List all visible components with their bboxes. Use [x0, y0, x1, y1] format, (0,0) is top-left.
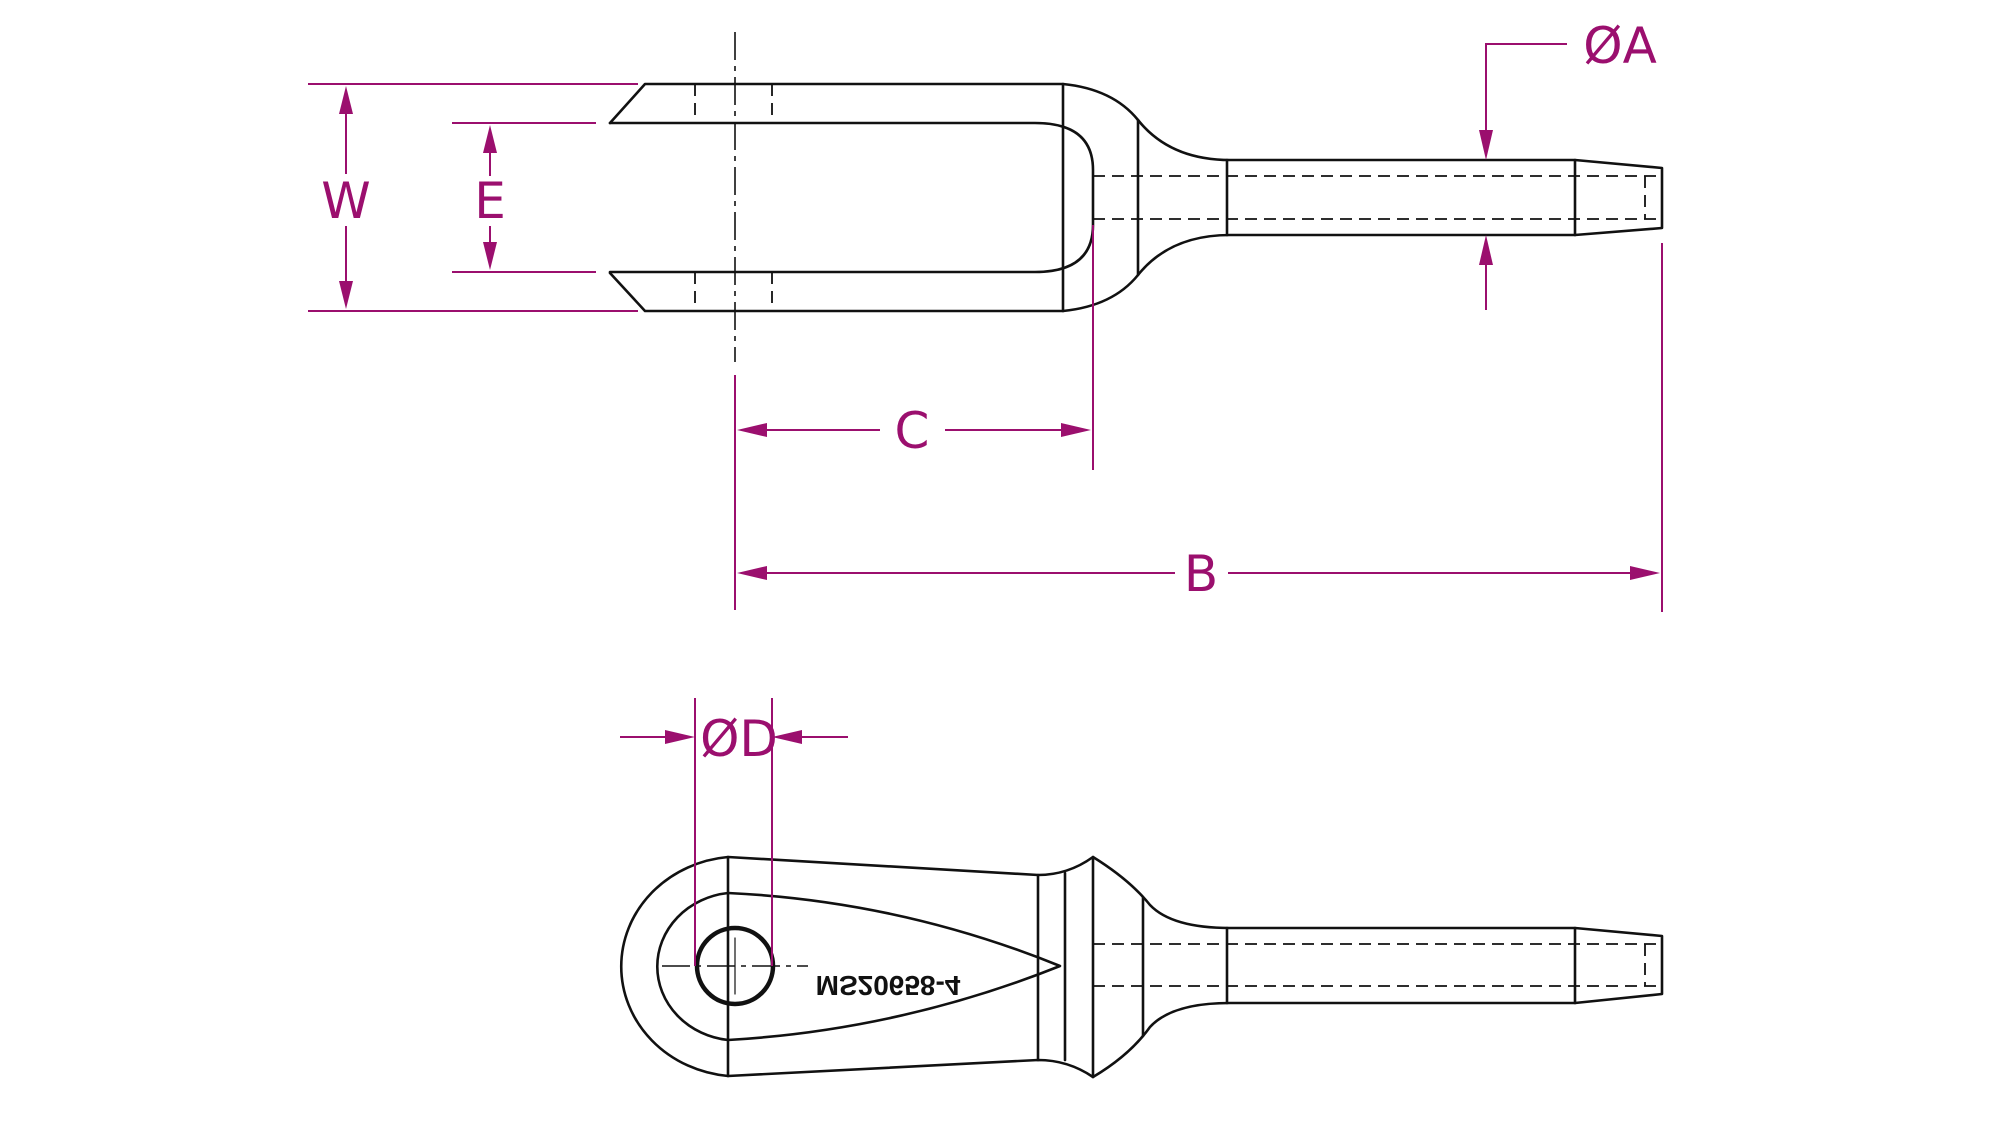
bottom-view-recess: [655, 891, 1062, 1042]
dim-label-e: E: [474, 172, 506, 230]
dim-label-c: C: [895, 402, 930, 460]
bottom-view-outline: [620, 855, 1664, 1079]
top-view-bore: [1093, 175, 1662, 220]
dimensions: W E ØA C B: [308, 17, 1663, 966]
dim-label-a: ØA: [1583, 17, 1657, 75]
part-marking: MS20658-4: [816, 970, 961, 1001]
bottom-view: MS20658-4: [620, 855, 1664, 1079]
top-view-slot: [608, 121, 1095, 274]
dim-label-d: ØD: [700, 710, 778, 768]
dim-label-w: W: [321, 172, 370, 230]
dim-label-b: B: [1184, 545, 1218, 603]
bottom-view-bore: [1093, 943, 1662, 987]
top-view-pin-hole: [694, 84, 773, 311]
top-view-outline: [608, 82, 1664, 313]
top-view: [608, 32, 1664, 362]
